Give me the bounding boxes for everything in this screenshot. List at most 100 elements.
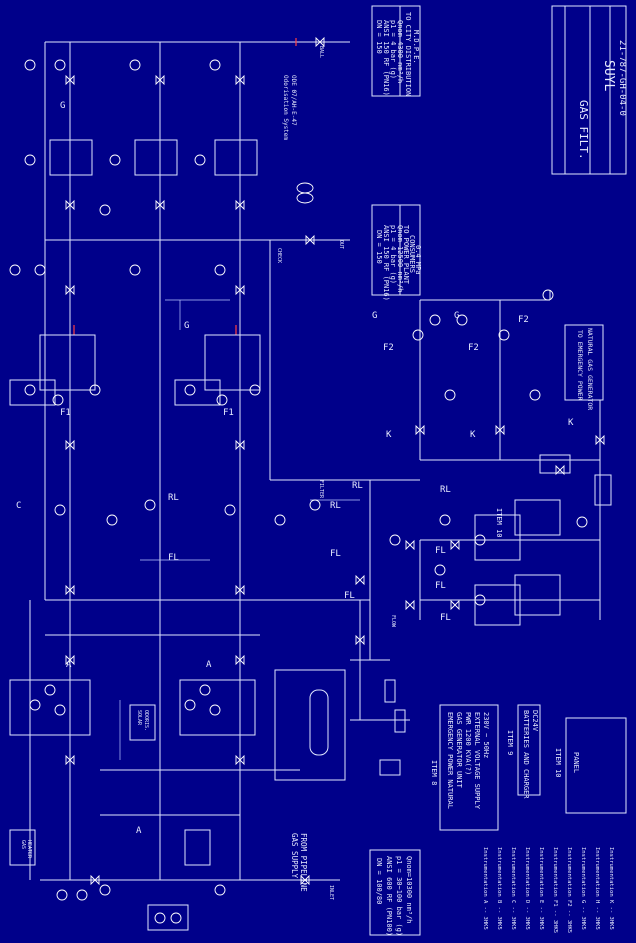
label-rl-4: RL (330, 501, 341, 511)
item9-line2: DC24V (531, 710, 539, 732)
valve-icon (65, 74, 75, 86)
tag-ball: BALL (318, 46, 324, 58)
instrument-bubble (54, 59, 66, 71)
legend-entry: Instrumentation H -- 3HK5 (594, 847, 600, 930)
instrument-bubble (54, 504, 66, 516)
title-block-name: GAS FILT. (577, 100, 590, 160)
instrument-bubble (34, 264, 46, 276)
valve-icon (235, 74, 245, 86)
instrument-bubble (89, 384, 101, 396)
instrument-bubble (214, 264, 226, 276)
instrument-bubble (389, 534, 401, 546)
instrument-bubble (24, 154, 36, 166)
city-dn: DN = 150 (375, 20, 383, 54)
instrument-bubble (56, 889, 68, 901)
inlet-notes: GAS SUPPLY FROM PIPELINE DN = 100/80 ANS… (290, 833, 421, 936)
instrument-bubble (474, 534, 486, 546)
label-fl-5: FL (440, 613, 451, 623)
label-a-3: A (136, 826, 142, 836)
instrument-bubble (52, 394, 64, 406)
valve-icon (300, 874, 310, 886)
instrument-bubble (444, 389, 456, 401)
instrument-bubble (170, 912, 182, 924)
instrument-bubble (434, 564, 446, 576)
label-g-3: G (454, 311, 459, 321)
gas-supply-line1: GAS SUPPLY (290, 833, 299, 879)
valve-icon (155, 74, 165, 86)
legend-entry: Instrumentation E -- 3HK5 (538, 847, 544, 930)
pp-ansi: ANSI 150 RF (PN16) (382, 225, 390, 301)
label-c: C (16, 501, 21, 511)
label-f2-1: F2 (383, 343, 394, 353)
city-material: M.D.P.E. (412, 30, 420, 64)
pp-mpa: 0.4 MPa (414, 245, 422, 275)
label-k-3: K (568, 418, 574, 428)
valve-icon (235, 199, 245, 211)
valve-icon (90, 874, 100, 886)
equipment (9, 139, 612, 931)
label-f2-3: F2 (518, 315, 529, 325)
instrument-bubble (194, 154, 206, 166)
legend-entry: Instrumentation D -- 3HK5 (524, 847, 530, 930)
instrument-bubble (456, 314, 468, 326)
pp-dn: DN = 150 (375, 230, 383, 264)
instrument-bubble (76, 889, 88, 901)
instrument-bubble (576, 516, 588, 528)
item8-line5: 230V ~ 50Hz (482, 712, 490, 758)
instrument-bubble (109, 154, 121, 166)
instrument-bubble (412, 329, 424, 341)
item10-callout: ITEM 10 (495, 508, 503, 538)
valve-icon (415, 424, 425, 436)
label-rl-2: RL (352, 481, 363, 491)
valve-icon (65, 284, 75, 296)
instrument-bubble (144, 499, 156, 511)
item8-line1: EMERGENCY POWER NATURAL (446, 712, 454, 809)
valve-icon (65, 584, 75, 596)
tag-inlet: INLET (328, 885, 334, 900)
legend-entry: Instrumentation G -- 3HK5 (580, 847, 586, 930)
item8-line2: GAS GENERATOR UNIT (455, 712, 463, 789)
instrument-bubble (209, 704, 221, 716)
legend-entry: Instrumentation F2 -- 3HK5 (566, 847, 572, 933)
valve-icon (595, 434, 605, 446)
legend: Instrumentation A -- 3HK5 Instrumentation… (482, 847, 614, 933)
valve-icon (65, 439, 75, 451)
legend-entry: Instrumentation A -- 3HK5 (482, 847, 488, 930)
instrument-bubble (106, 514, 118, 526)
instrument-bubble (498, 329, 510, 341)
instruments (9, 36, 605, 924)
tag-solar: SOLAR (136, 710, 142, 726)
label-a-1: A (66, 660, 72, 670)
valve-icon (405, 539, 415, 551)
odorisation-line1: Odorisation System (282, 75, 289, 140)
instrument-bubble (44, 684, 56, 696)
valve-icon (315, 36, 325, 48)
inlet-ansi: ANSI 600 RF (PN100) (385, 856, 393, 936)
instrument-bubble (224, 504, 236, 516)
instrument-bubble (54, 704, 66, 716)
instrument-bubble (154, 912, 166, 924)
valve-icon (155, 199, 165, 211)
odorisation-note: Odorisation System ODE 07/AH-E-47 (282, 75, 297, 140)
label-fl-6: FL (344, 591, 355, 601)
upright-labels: RL RL RL RL FL FL FL FL FL FL F2 F2 F2 K… (16, 101, 574, 836)
instrument-bubble (529, 389, 541, 401)
instrument-bubble (29, 699, 41, 711)
valve-icon (65, 199, 75, 211)
valve-icon (355, 574, 365, 586)
emergency-feed-line2: NATURAL GAS GENERATOR (586, 328, 594, 410)
pp-pressure: p1 = 4 bar (g) (389, 225, 397, 284)
label-f1-2: F1 (223, 408, 234, 418)
valve-icon (235, 654, 245, 666)
instrument-bubble (214, 884, 226, 896)
inlet-pressure: p1 = 30~100 bar (g) (395, 856, 403, 936)
label-g-4: G (60, 101, 65, 111)
instrument-bubble (9, 264, 21, 276)
pp-destination: TO POWER PLANT (402, 225, 410, 285)
legend-entry: Instrumentation F1 -- 3HK5 (552, 847, 558, 933)
instrument-bubble (129, 264, 141, 276)
instrument-bubble (309, 499, 321, 511)
city-destination: TO CITY DISTRIBUTION (404, 12, 412, 96)
legend-entry: Instrumentation K -- 3HK5 (608, 847, 614, 930)
